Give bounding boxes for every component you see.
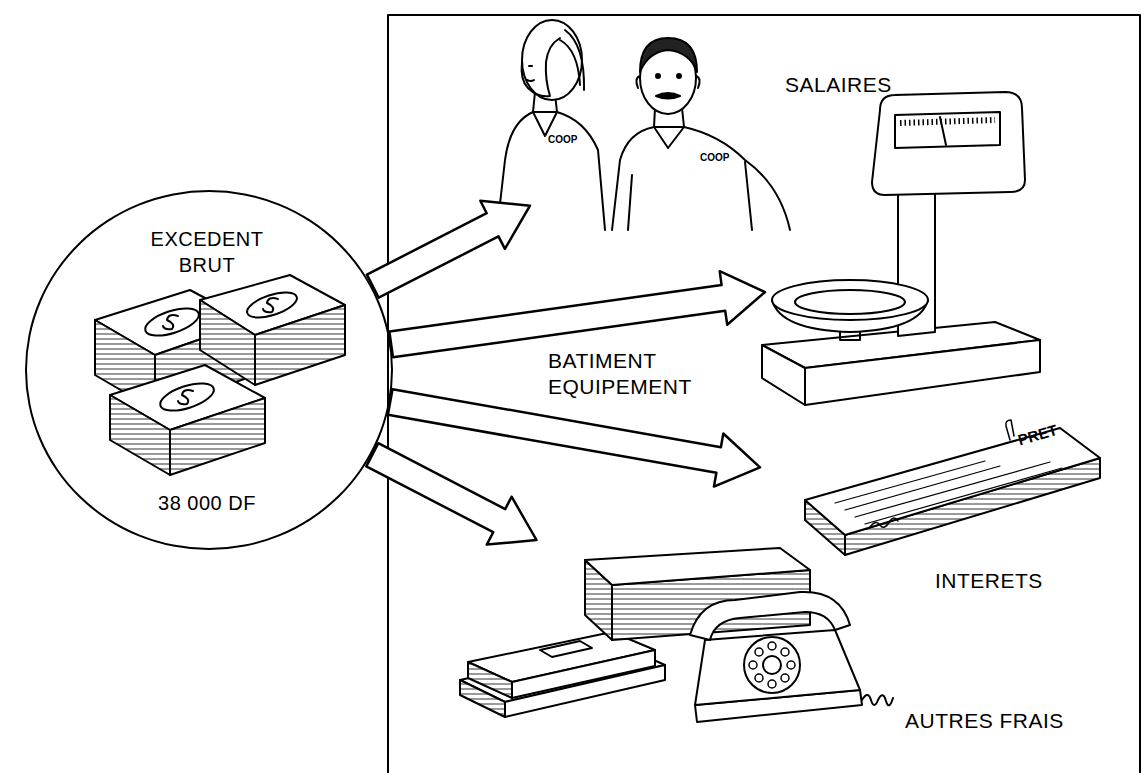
node-label: INTERETS [935, 568, 1095, 594]
scale-drawing [762, 92, 1040, 405]
flow-arrow [367, 201, 530, 298]
woman-figure [497, 20, 605, 230]
node-label: SALAIRES [785, 72, 925, 98]
office-supplies [460, 548, 893, 722]
money-stacks [95, 275, 345, 475]
flow-arrow [366, 443, 536, 544]
node-label: BATIMENT EQUIPEMENT [548, 348, 733, 400]
frame-outline [388, 15, 1140, 773]
node-label: AUTRES FRAIS [905, 708, 1090, 734]
surplus-circle: EXCEDENT BRUT 38 000 DF [25, 190, 393, 550]
flow-arrow [389, 271, 765, 357]
man-figure [612, 38, 790, 230]
shirt-logo: COOP [548, 134, 577, 145]
shirt-logo: COOP [700, 152, 729, 163]
node-value: 38 000 DF [27, 490, 387, 516]
loan-document [805, 420, 1100, 555]
wages-item: SALAIRES [530, 20, 931, 230]
node-label: EXCEDENT BRUT [142, 226, 272, 278]
equipment-item: BATIMENT EQUIPEMENT [765, 85, 1045, 410]
other-costs-item: AUTRES FRAIS [455, 540, 1096, 745]
interest-item: INTERETS [760, 420, 1105, 605]
flow-arrow [388, 389, 760, 486]
